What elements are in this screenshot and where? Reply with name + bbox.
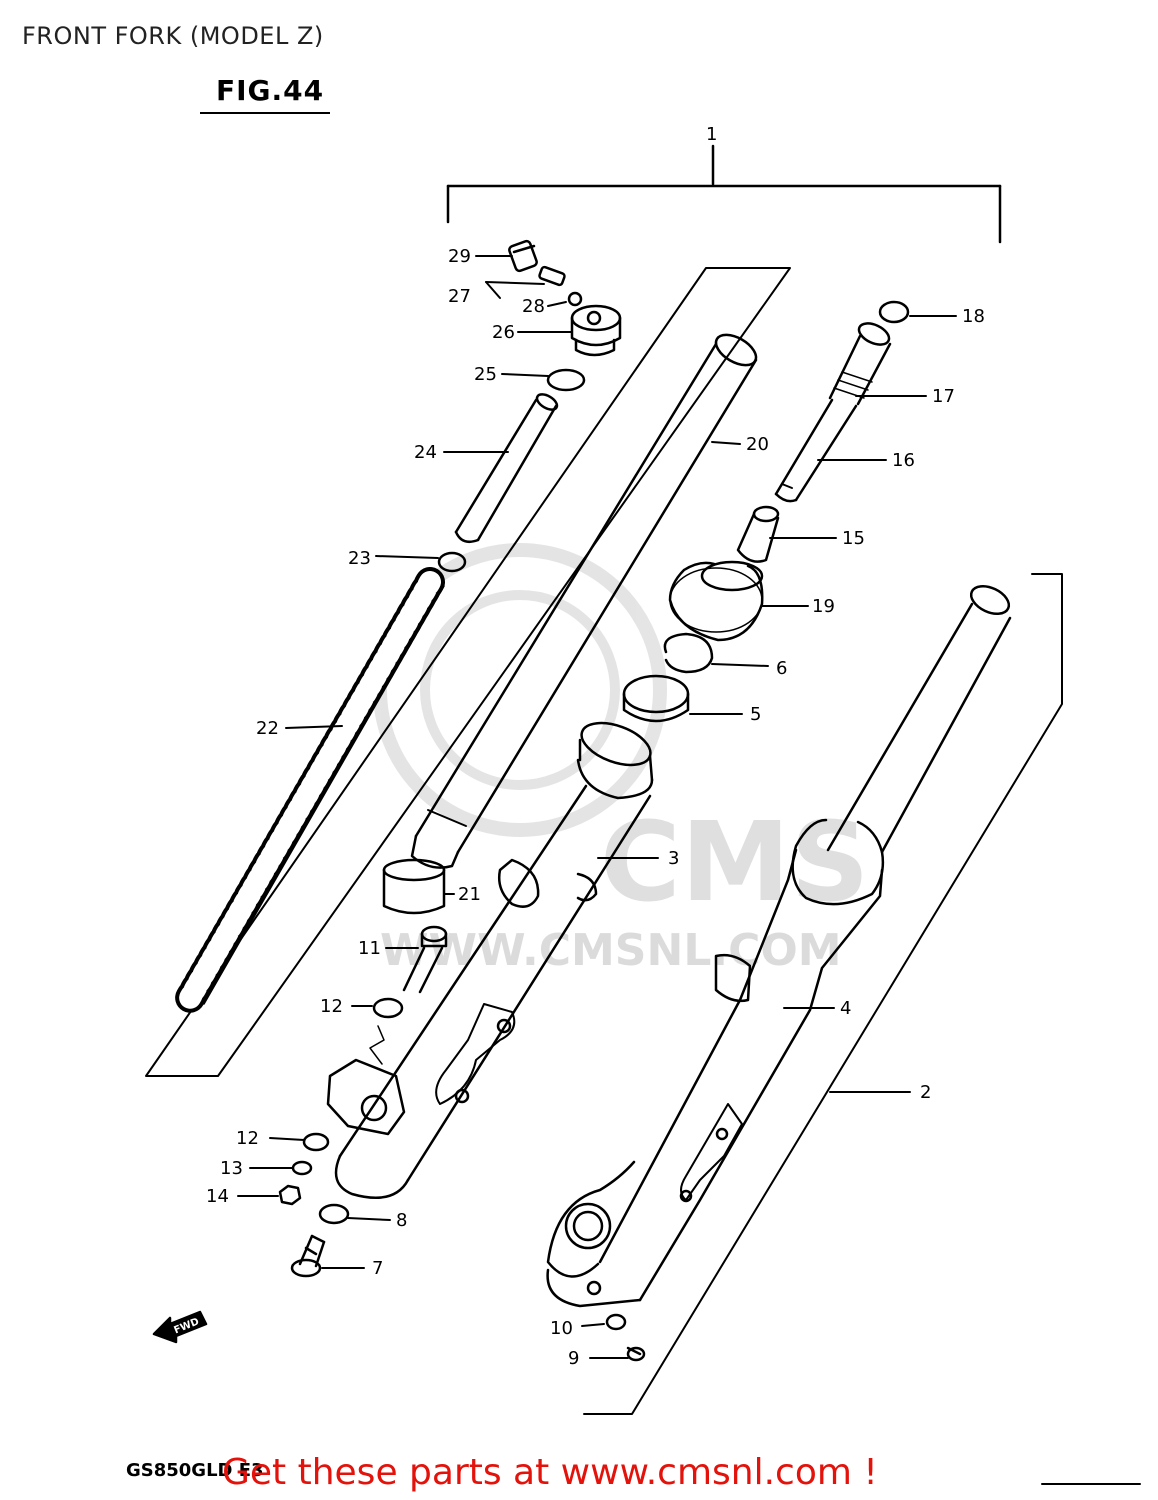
group-box-left	[145, 267, 791, 1077]
callout-2: 2	[920, 1082, 931, 1103]
part-27-valve	[538, 265, 566, 287]
callout-11: 11	[358, 938, 381, 959]
watermark: CMS WWW.CMSNL.COM	[373, 543, 869, 976]
part-24-spacer	[454, 393, 559, 543]
part-15-oil-lock	[736, 505, 780, 563]
part-6-circlip	[663, 632, 714, 674]
figure-underline	[200, 112, 330, 114]
page-title: FRONT FORK (MODEL Z)	[22, 22, 324, 50]
callout-20: 20	[746, 434, 769, 455]
part-10-washer	[605, 1313, 627, 1331]
callout-19: 19	[812, 596, 835, 617]
callout-10: 10	[550, 1318, 573, 1339]
part-19-dust-seal	[668, 560, 764, 642]
part-12-washer-upper	[372, 997, 404, 1019]
part-9-screw	[626, 1346, 646, 1362]
svg-text:CMS: CMS	[600, 798, 869, 926]
callout-12-upper: 12	[320, 996, 343, 1017]
part-16-damper-rod	[774, 398, 858, 503]
part-8-washer	[318, 1203, 350, 1225]
callout-12-lower: 12	[236, 1128, 259, 1149]
callout-25: 25	[474, 364, 497, 385]
callout-labels: 1 29 27 28 26 25 24 23 22 20 18 17 16 15…	[206, 124, 985, 1369]
part-14-nut	[278, 1184, 302, 1206]
part-3-outer-tube	[326, 721, 654, 1200]
callout-16: 16	[892, 450, 915, 471]
callout-26: 26	[492, 322, 515, 343]
part-17-damper-top	[828, 322, 892, 406]
callout-14: 14	[206, 1186, 229, 1207]
group-box-right	[583, 573, 1063, 1415]
watermark-text: WWW.CMSNL.COM	[380, 925, 842, 976]
part-23-washer	[437, 551, 467, 573]
callout-7: 7	[372, 1258, 383, 1279]
callout-4: 4	[840, 998, 851, 1019]
part-11-bolt	[402, 925, 448, 994]
part-7-drain-bolt	[290, 1234, 326, 1278]
bracket-1	[446, 144, 1002, 244]
part-2-fork-assembly	[546, 584, 1012, 1308]
callout-29: 29	[448, 246, 471, 267]
part-12-washer-lower	[302, 1132, 330, 1152]
callout-8: 8	[396, 1210, 407, 1231]
callout-27: 27	[448, 286, 471, 307]
callout-3: 3	[668, 848, 679, 869]
leader-lines	[237, 255, 957, 1359]
part-25-o-ring	[546, 368, 586, 392]
callout-21: 21	[458, 884, 481, 905]
callout-28: 28	[522, 296, 545, 317]
callout-17: 17	[932, 386, 955, 407]
part-26-cap-bolt	[570, 304, 622, 357]
callout-5: 5	[750, 704, 761, 725]
callout-22: 22	[256, 718, 279, 739]
callout-13: 13	[220, 1158, 243, 1179]
figure-label: FIG.44	[216, 74, 325, 107]
break-mark	[369, 1025, 385, 1065]
promo-banner[interactable]: Get these parts at www.cmsnl.com !	[222, 1452, 878, 1493]
part-13-washer	[291, 1160, 313, 1176]
part-18-washer	[878, 300, 910, 324]
part-20-inner-tube	[410, 333, 758, 869]
part-22-spring	[175, 567, 445, 1013]
part-28-o-ring	[567, 291, 583, 307]
callout-18: 18	[962, 306, 985, 327]
callout-6: 6	[776, 658, 787, 679]
callout-15: 15	[842, 528, 865, 549]
model-code: GS850GLD E3	[126, 1460, 264, 1481]
fwd-arrow-icon: FWD	[152, 1310, 208, 1344]
part-21-bush	[382, 858, 446, 915]
callout-9: 9	[568, 1348, 579, 1369]
part-29-valve-cap	[508, 239, 538, 273]
callout-23: 23	[348, 548, 371, 569]
callout-24: 24	[414, 442, 437, 463]
part-5-oil-seal	[622, 674, 690, 723]
callout-1: 1	[706, 124, 717, 145]
